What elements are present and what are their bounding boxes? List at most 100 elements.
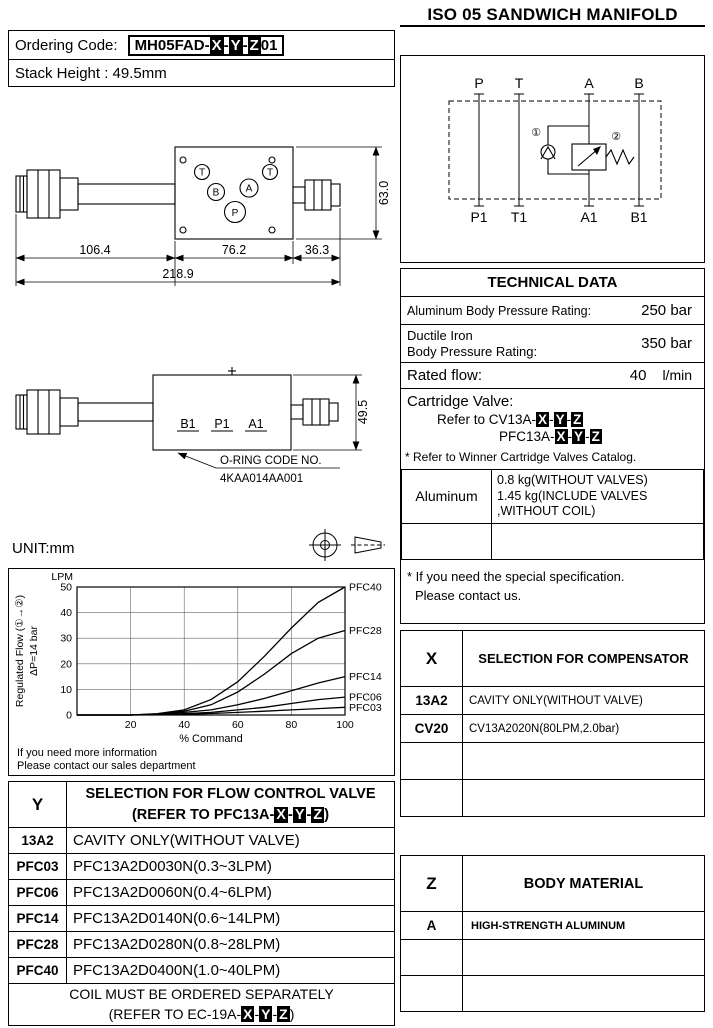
aluminum-pressure-label: Aluminum Body Pressure Rating: (407, 303, 592, 318)
dimension-lines-2 (177, 374, 362, 469)
weight-line-3: ,WITHOUT COIL) (497, 504, 596, 519)
coil-note-cell: COIL MUST BE ORDERED SEPARATELY (REFER T… (8, 983, 395, 1026)
cv13a-z: Z (571, 412, 584, 427)
flow-control-valve-symbol (540, 125, 635, 175)
projection-symbol-icon (309, 529, 385, 561)
svg-text:LPM: LPM (51, 571, 73, 583)
cv13a-x: X (536, 412, 550, 427)
empty-cell (462, 742, 705, 780)
y-key-cell: Y (8, 781, 67, 828)
dim-36-label: 36.3 (305, 243, 329, 257)
port-t-top: T (515, 75, 524, 91)
port-p-top: P (474, 75, 483, 91)
empty-cell (462, 779, 705, 817)
z-empty-row (400, 939, 705, 976)
coil-note-sep: - (272, 1006, 278, 1023)
technical-data-box: TECHNICAL DATA Aluminum Body Pressure Ra… (400, 268, 705, 624)
z-desc-cell: HIGH-STRENGTH ALUMINUM (462, 911, 705, 940)
aluminum-pressure-row: Aluminum Body Pressure Rating: 250 bar (401, 297, 704, 325)
dim-106-label: 106.4 (79, 243, 110, 257)
y-title-z: Z (311, 806, 325, 823)
y-header-row: Y SELECTION FOR FLOW CONTROL VALVE (REFE… (8, 781, 395, 828)
svg-text:40: 40 (178, 719, 190, 731)
svg-text:PFC14: PFC14 (349, 671, 382, 683)
z-title-cell: BODY MATERIAL (462, 855, 705, 912)
coil-note-line-2: (REFER TO EC-19A-X-Y-Z) (10, 1004, 394, 1024)
dimensioned-drawing-side-view: B1 P1 A1 49.5 O-RING CODE NO. 4KAA014AA0… (15, 367, 370, 485)
chart-note-line-2: Please contact our sales department (17, 760, 196, 772)
cv13a-sep: - (549, 412, 554, 427)
y-row-pfc06: PFC06 PFC13A2D0060N(0.4~6LPM) (8, 879, 395, 906)
coil-note-line-1: COIL MUST BE ORDERED SEPARATELY (69, 986, 334, 1002)
schematic-markers: ① ② (531, 127, 621, 143)
hydraulic-schematic-box: P T A B P1 T1 A1 B1 ① ② (400, 55, 705, 263)
port-b1-bottom: B1 (630, 209, 647, 225)
page-title: ISO 05 SANDWICH MANIFOLD (400, 2, 705, 27)
ductile-pressure-value: 350 bar (641, 335, 692, 352)
y-row-pfc03: PFC03 PFC13A2D0030N(0.3~3LPM) (8, 853, 395, 880)
empty-cell (401, 522, 492, 560)
z-key-cell: Z (400, 855, 463, 912)
port-p1-label: P1 (214, 417, 229, 431)
empty-cell (400, 939, 463, 976)
code-sep: - (242, 36, 248, 54)
pfc13a-z: Z (589, 429, 602, 444)
cartridge-cv13a-line: Refer to CV13A-X-Y-Z (407, 412, 698, 427)
x-empty-row (400, 779, 705, 817)
dim-63-label: 63.0 (377, 181, 391, 205)
y-row-pfc14: PFC14 PFC13A2D0140N(0.6~14LPM) (8, 905, 395, 932)
weight-values-cell: 0.8 kg(WITHOUT VALVES) 1.45 kg(INCLUDE V… (491, 469, 704, 524)
port-t-right-label: T (267, 168, 273, 179)
port-t-left-label: T (199, 168, 205, 179)
weight-line-2: 1.45 kg(INCLUDE VALVES (497, 488, 648, 503)
y-title-line-2: (REFER TO PFC13A-X-Y-Z) (68, 805, 394, 825)
y-row-pfc40: PFC40 PFC13A2D0400N(1.0~40LPM) (8, 957, 395, 984)
y-code-cell: 13A2 (8, 827, 67, 854)
y-title-prefix: (REFER TO PFC13A- (131, 806, 275, 823)
pfc13a-sep: - (567, 429, 573, 444)
ductile-pressure-label: Ductile Iron Body Pressure Rating: (407, 328, 537, 359)
ordering-code-label: Ordering Code: (15, 36, 118, 54)
stack-height-row: Stack Height : 49.5mm (9, 60, 394, 86)
y-title-suffix: ) (324, 806, 330, 823)
empty-cell (400, 742, 463, 780)
special-spec-note: * If you need the special specification.… (401, 560, 704, 614)
y-desc-cell: CAVITY ONLY(WITHOUT VALVE) (66, 827, 395, 854)
weight-empty-row (401, 522, 704, 560)
cv13a-prefix: Refer to CV13A- (437, 412, 537, 427)
svg-text:80: 80 (286, 719, 298, 731)
y-row-13a2: 13A2 CAVITY ONLY(WITHOUT VALVE) (8, 827, 395, 854)
port-b1-label: B1 (180, 417, 195, 431)
y-title-x: X (274, 806, 288, 823)
svg-text:20: 20 (125, 719, 137, 731)
x-key-cell: X (400, 630, 463, 687)
y-title-sep: - (306, 806, 312, 823)
z-header-row: Z BODY MATERIAL (400, 855, 705, 912)
schematic-envelope (448, 93, 662, 207)
x-selection-table: X SELECTION FOR COMPENSATOR 13A2 CAVITY … (400, 630, 705, 817)
empty-cell (462, 975, 705, 1012)
svg-text:30: 30 (60, 633, 72, 645)
z-row-a: A HIGH-STRENGTH ALUMINUM (400, 911, 705, 940)
technical-data-title: TECHNICAL DATA (401, 269, 704, 297)
x-desc-cell: CAVITY ONLY(WITHOUT VALVE) (462, 686, 705, 715)
ductile-label-line1: Ductile Iron (407, 327, 473, 343)
y-code-cell: PFC40 (8, 957, 67, 984)
svg-text:60: 60 (232, 719, 244, 731)
rated-flow-value: 40 (629, 366, 647, 384)
y-desc-cell: PFC13A2D0140N(0.6~14LPM) (66, 905, 395, 932)
valve-body-outline-2 (15, 367, 339, 451)
x-header-row: X SELECTION FOR COMPENSATOR (400, 630, 705, 687)
cv13a-sep: - (566, 412, 572, 427)
empty-cell (400, 779, 463, 817)
empty-cell (400, 975, 463, 1012)
y-code-cell: PFC28 (8, 931, 67, 958)
coil-note-suffix: ) (289, 1006, 295, 1023)
marker-2: ② (611, 131, 621, 143)
z-empty-row (400, 975, 705, 1012)
